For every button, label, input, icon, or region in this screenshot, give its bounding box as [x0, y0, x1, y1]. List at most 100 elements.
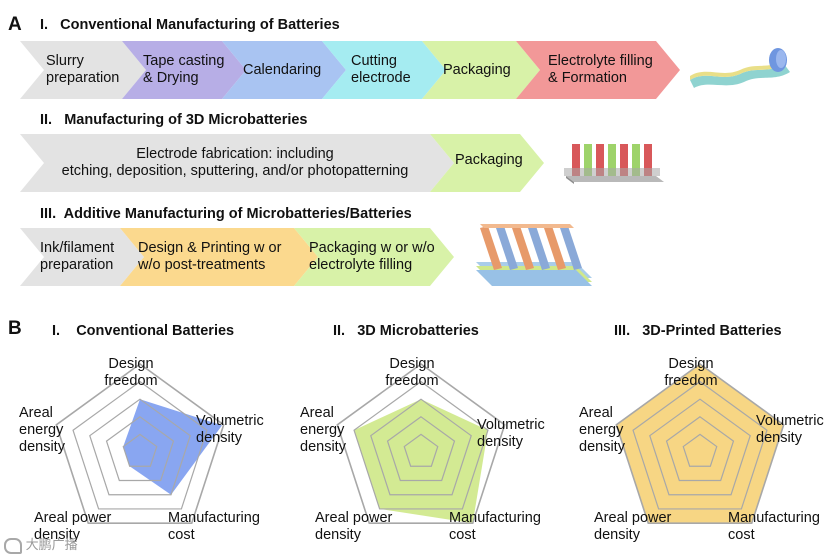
axis-label-line: Areal — [579, 405, 613, 421]
row1-step-3-shape — [222, 41, 346, 99]
axis-label-line: density — [196, 430, 242, 446]
row3-step-3-line-1: Packaging w or w/o — [309, 240, 435, 256]
radar-grid-ring — [353, 380, 489, 510]
row1-title: I. Conventional Manufacturing of Batteri… — [40, 17, 340, 33]
axis-label-line: freedom — [104, 373, 158, 389]
axis-label-line: Design — [389, 356, 435, 372]
axis-label-line: density — [477, 434, 523, 450]
radar-grid-ring — [105, 416, 175, 482]
radar-grid-ring — [403, 433, 439, 467]
axis-label-line: Manufacturing — [168, 510, 260, 526]
panel-label-a: A — [8, 14, 22, 35]
radar-grid-ring — [72, 380, 208, 510]
chart1-title-text: Conventional Batteries — [76, 323, 235, 339]
axis-label-line: Areal — [19, 405, 53, 421]
axis-label-line: freedom — [385, 373, 439, 389]
row2-title: II. Manufacturing of 3D Microbatteries — [40, 112, 308, 128]
radar-grid-ring — [386, 416, 456, 482]
panel-label-b: B — [8, 318, 22, 339]
axis-label-line: density — [756, 430, 802, 446]
radar-grid-ring — [122, 433, 158, 467]
radar-data-area — [354, 399, 488, 524]
row3-step-1-line-1: Ink/filament — [40, 240, 115, 256]
row1-step-5-line-1: Packaging — [443, 62, 511, 78]
electrode-sheet-roll-icon — [690, 48, 790, 88]
axis-label-line: Design — [668, 356, 714, 372]
axis-label-line: Manufacturing — [728, 510, 820, 526]
row3-step-1-line-2: preparation — [40, 257, 114, 273]
row1-step-6-line-2: & Formation — [548, 70, 627, 86]
watermark: 大鹏广播 — [4, 534, 78, 554]
row3-title: III. Additive Manufacturing of Microbatt… — [40, 206, 412, 222]
axis-label-line: density — [19, 439, 65, 455]
row1-step-1-shape — [20, 41, 146, 99]
row1-step-2-line-1: Tape casting — [143, 53, 225, 69]
row3-step-2-shape — [120, 228, 318, 286]
axis-label-line: energy — [579, 422, 624, 438]
axis-label-line: density — [34, 527, 80, 543]
axis-label-line: cost — [728, 527, 755, 543]
printed-battery-icon — [476, 224, 592, 286]
row3-title-text: Additive Manufacturing of Microbatteries… — [63, 206, 412, 222]
axis-label-line: energy — [19, 422, 64, 438]
axis-label-line: Volumetric — [756, 413, 824, 429]
row2-step-1-line-1: Electrode fabrication: including — [136, 146, 334, 162]
row1-flow — [20, 41, 680, 99]
radar-grid-ring — [682, 433, 718, 467]
row2-step-1-shape — [20, 134, 454, 192]
axis-label-line: freedom — [664, 373, 718, 389]
radar-grid-ring — [370, 398, 472, 496]
chart1-title: I. Conventional Batteries — [52, 323, 234, 339]
row1-step-6-text: Electrolyte filling& Formation — [548, 53, 653, 87]
row3-step-3-shape — [294, 228, 454, 286]
row3-step-1-shape — [20, 228, 144, 286]
row2-step-2-line-1: Packaging — [455, 152, 523, 168]
row1-step-1-line-1: Slurry — [46, 53, 84, 69]
row1-step-6-shape — [516, 41, 680, 99]
row3-step-2-line-2: w/o post-treatments — [138, 257, 266, 273]
row3-step-3-line-2: electrolyte filling — [309, 257, 413, 273]
radar-grid-ring — [665, 416, 735, 482]
row2-step-2-text: Packaging — [455, 152, 523, 169]
row1-title-text: Conventional Manufacturing of Batteries — [60, 17, 340, 33]
watermark-logo-icon — [4, 537, 22, 554]
chart3-title-text: 3D-Printed Batteries — [642, 323, 782, 339]
axis-label-line: Areal power — [594, 510, 672, 526]
row3-label: III. — [40, 206, 57, 222]
radar-grid-ring — [336, 363, 506, 524]
radar-grid-ring — [89, 398, 191, 496]
axis-label-line: density — [594, 527, 640, 543]
axis-label-line: Volumetric — [196, 413, 264, 429]
watermark-text: 大鹏广播 — [25, 537, 78, 552]
row2-step-1-line-2: etching, deposition, sputtering, and/or … — [61, 163, 409, 179]
axis-label-line: density — [315, 527, 361, 543]
row2-step-2-shape — [430, 134, 544, 192]
row2-title-text: Manufacturing of 3D Microbatteries — [64, 112, 308, 128]
axis-label-line: Volumetric — [477, 417, 545, 433]
axis-label-line: energy — [300, 422, 345, 438]
row1-step-1-line-2: preparation — [46, 70, 120, 86]
row1-step-2-text: Tape casting& Drying — [143, 53, 224, 87]
row1-step-2-shape — [122, 41, 246, 99]
chart3-title: III. 3D-Printed Batteries — [614, 323, 782, 339]
row1-step-4-line-1: Cutting — [351, 53, 397, 69]
axis-label-line: Areal — [300, 405, 334, 421]
row1-label: I. — [40, 17, 49, 33]
